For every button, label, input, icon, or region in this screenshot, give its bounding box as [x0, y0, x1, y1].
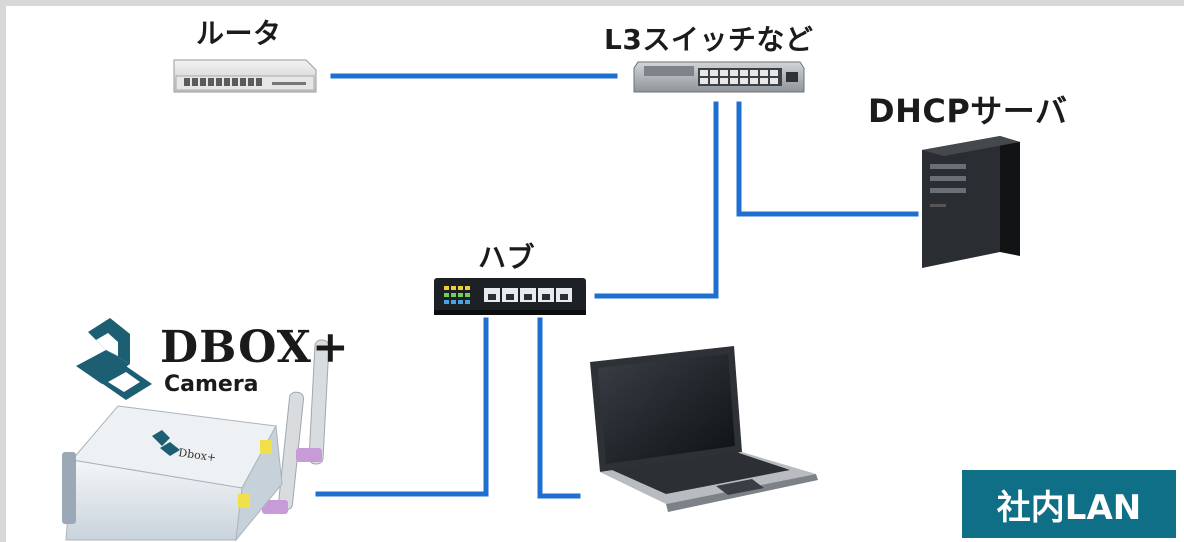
cables	[315, 73, 919, 499]
cable-l3-dhcp	[736, 101, 919, 217]
cable-hub-laptop	[537, 317, 581, 499]
laptop-icon	[590, 346, 818, 512]
dhcp-server-label: DHCPサーバ	[868, 92, 1068, 130]
brand-name: DBOX+	[160, 322, 350, 373]
router-label: ルータ	[196, 17, 282, 50]
dbox-logo-icon	[76, 318, 152, 400]
dbox-camera-device-icon: Dbox+	[62, 339, 330, 542]
router-icon	[173, 59, 317, 93]
brand-subtitle: Camera	[164, 372, 259, 397]
hub-label: ハブ	[478, 241, 536, 274]
cable-l3-hub	[594, 101, 719, 299]
lan-badge: 社内LAN	[962, 470, 1176, 538]
cable-hub-camera	[315, 317, 489, 497]
hub-icon	[434, 278, 586, 315]
svg-text:Dbox+: Dbox+	[178, 446, 217, 464]
l3-switch-icon	[633, 61, 805, 93]
l3-switch-label: L3スイッチなど	[604, 23, 814, 56]
dhcp-server-icon	[922, 136, 1020, 268]
